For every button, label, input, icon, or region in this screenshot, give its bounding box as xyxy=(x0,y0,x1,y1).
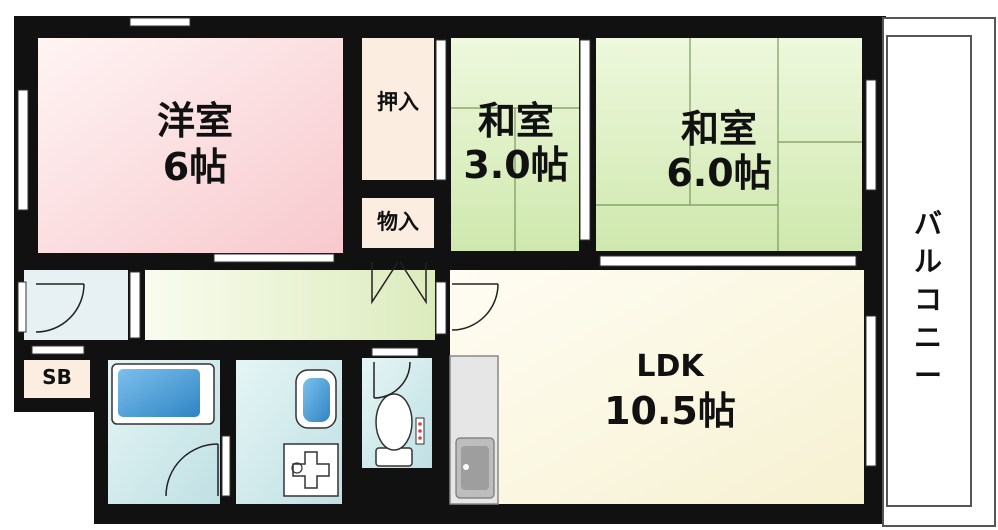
balcony-label: バ ル コ ニ ー xyxy=(913,207,942,392)
window-bath xyxy=(221,435,231,497)
entrance-floor xyxy=(24,270,128,340)
storage-label: 物入 xyxy=(377,210,419,234)
washer-drain-hole xyxy=(291,462,303,474)
outside-bottom-left xyxy=(14,412,94,530)
kitchen-faucet xyxy=(463,464,469,470)
remote-button xyxy=(418,429,422,433)
toilet-bowl xyxy=(375,393,413,451)
western-room-name: 洋室 xyxy=(156,99,233,143)
window-top xyxy=(129,17,191,27)
toilet-door xyxy=(373,361,411,399)
sb-floor xyxy=(24,360,90,398)
sliding-door xyxy=(599,255,857,267)
window-sb xyxy=(31,345,85,355)
sliding-door xyxy=(579,39,591,241)
washer-drain xyxy=(292,451,330,489)
oshiire-label: 押入 xyxy=(377,90,419,114)
sb-label: SB xyxy=(42,365,72,389)
window-hall xyxy=(435,281,447,335)
ldk-door xyxy=(451,283,499,331)
remote-button xyxy=(418,436,422,440)
kitchen-sink-bowl xyxy=(461,446,489,490)
storage-floor xyxy=(362,198,434,248)
sliding-door xyxy=(213,253,335,263)
sliding-door xyxy=(435,39,447,181)
japanese-small-size: 3.0帖 xyxy=(463,143,569,187)
japanese-large-floor xyxy=(596,38,862,251)
ldk-size: 10.5帖 xyxy=(604,389,736,433)
japanese-small-name: 和室 xyxy=(477,99,554,143)
window-entry xyxy=(17,281,27,333)
japanese-large-name: 和室 xyxy=(680,107,757,151)
window-corridor xyxy=(129,271,141,339)
bathroom-door xyxy=(165,443,219,497)
japanese-large-size: 6.0帖 xyxy=(666,151,772,195)
oshiire-floor xyxy=(362,38,434,180)
western-room-size: 6帖 xyxy=(162,145,228,189)
ldk-name: LDK xyxy=(636,349,704,384)
balcony-rail xyxy=(886,35,972,507)
window-east xyxy=(865,315,877,467)
remote-button xyxy=(418,422,422,426)
storage-doors xyxy=(371,261,427,305)
bathtub-water xyxy=(118,369,200,417)
window-toilet xyxy=(371,347,419,357)
ldk-floor xyxy=(450,270,864,504)
window-east xyxy=(865,79,877,191)
window-west xyxy=(17,89,29,211)
wash-basin-bowl xyxy=(303,378,330,422)
western-room-floor xyxy=(38,38,343,253)
corridor-floor xyxy=(145,270,435,340)
entrance-door xyxy=(35,283,85,333)
